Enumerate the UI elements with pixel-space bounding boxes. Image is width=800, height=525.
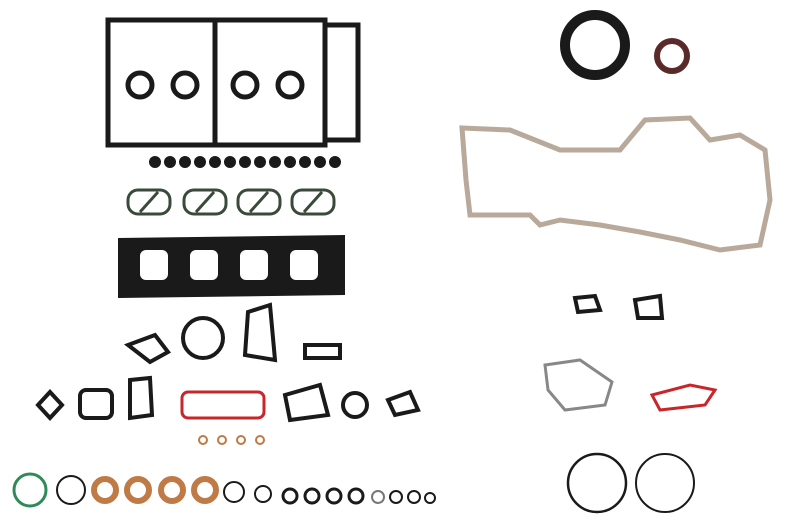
- exhaust-manifold-gasket: [118, 235, 345, 298]
- valve-cover-gasket: [105, 17, 361, 148]
- misc-gaskets: [35, 293, 665, 423]
- red-gasket: [180, 390, 266, 420]
- crankshaft-seal: [560, 10, 630, 80]
- copper-washers: [91, 435, 265, 504]
- o-rings: [12, 452, 695, 514]
- intake-gaskets: [126, 188, 336, 216]
- oil-cooler-gasket: [543, 358, 614, 412]
- red-oil-gasket: [649, 383, 718, 412]
- timing-cover-gasket: [459, 115, 773, 253]
- camshaft-seal: [654, 38, 690, 74]
- valve-stem-seals: [149, 156, 341, 168]
